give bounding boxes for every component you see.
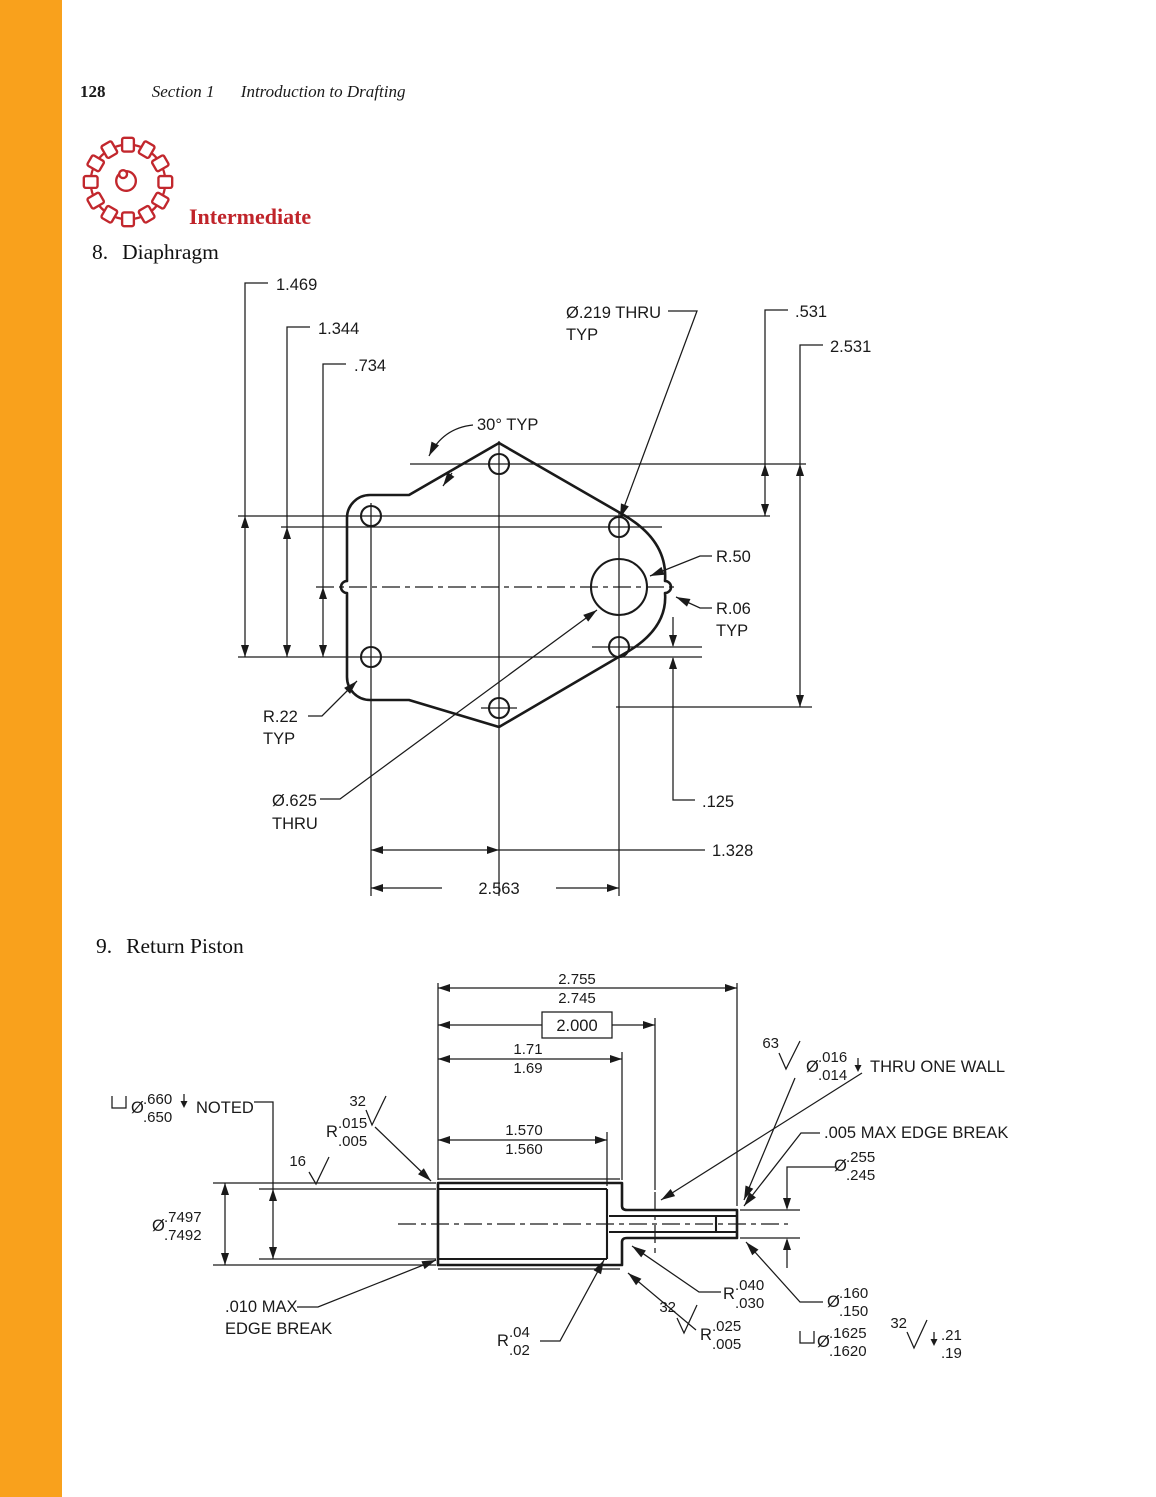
dim-corner-hi: .025 (712, 1318, 741, 1335)
diaphragm-arrowheads (241, 464, 804, 892)
dim-endhole-hi: .160 (839, 1285, 868, 1302)
diaphragm-extension-lines (238, 441, 812, 896)
dim-enddepth-lo: .19 (941, 1345, 962, 1362)
dim-r22: R.22 (263, 708, 298, 726)
diaphragm-leaders (308, 310, 712, 800)
edge-break-left-line1: .010 MAX (225, 1298, 297, 1316)
dim-fillet-lo: .030 (735, 1295, 764, 1312)
finish-32-lip: 32 (349, 1093, 366, 1110)
endcbore-dia-symbol: Ø (817, 1333, 830, 1351)
dim-basic-2000: 2.000 (556, 1017, 597, 1035)
dim-od-lo: .7492 (164, 1227, 202, 1244)
piston-leaders (297, 1072, 863, 1342)
diaphragm-dimension-lines (244, 282, 823, 889)
piston-edge-break-lines (438, 1178, 620, 1270)
dim-cbore-r-hi: .04 (509, 1324, 530, 1341)
dim-r50: R.50 (716, 548, 751, 566)
chapter-title: Introduction to Drafting (240, 82, 406, 101)
endhole-dia-symbol: Ø (827, 1293, 840, 1311)
piston-drawing: 2.755 2.745 2.000 1.71 1.69 1.570 1.560 … (111, 971, 1008, 1362)
dim-lip-hi: .015 (338, 1115, 367, 1132)
page-accent-bar (0, 0, 62, 1497)
fillet-r-symbol: R (723, 1285, 735, 1303)
cbore-dia-symbol: Ø (131, 1099, 144, 1117)
dim-1469: 1.469 (276, 276, 317, 294)
dim-od-hi: .7497 (164, 1209, 202, 1226)
dim-1328: 1.328 (712, 842, 753, 860)
dim-hole-line2: TYP (566, 326, 598, 344)
dim-endcbore-hi: .1625 (829, 1325, 867, 1342)
finish-63: 63 (762, 1035, 779, 1052)
piston-outline (436, 1181, 739, 1267)
dim-734: .734 (354, 357, 386, 375)
edge-break-left-line2: EDGE BREAK (225, 1320, 332, 1338)
dim-2563: 2.563 (478, 880, 519, 898)
dim-cbore-hi: .660 (143, 1091, 172, 1108)
dim-corner-lo: .005 (712, 1336, 741, 1353)
dim-531: .531 (795, 303, 827, 321)
piston-dimension-lines (224, 987, 835, 1268)
dim-overall-lo: 2.745 (558, 990, 596, 1007)
dim-2531: 2.531 (830, 338, 871, 356)
problem-8-heading: 8. Diaphragm (92, 240, 219, 265)
dim-step-lo: 1.69 (513, 1060, 542, 1077)
dim-cbore-lo: .650 (143, 1109, 172, 1126)
edge-break-right-note: .005 MAX EDGE BREAK (824, 1124, 1008, 1142)
problem-8-title: Diaphragm (122, 240, 219, 264)
surface-finish-marks (308, 1040, 928, 1350)
cbore-note: NOTED (196, 1099, 254, 1117)
finish-32-corner: 32 (659, 1299, 676, 1316)
page-number: 128 (80, 82, 106, 101)
gear-teeth (82, 136, 174, 228)
dim-enddepth-hi: .21 (941, 1327, 962, 1344)
dim-crosshole-lo: .014 (818, 1067, 847, 1084)
dim-cbore-depth-hi: 1.570 (505, 1122, 543, 1139)
dim-125: .125 (702, 793, 734, 811)
finish-16: 16 (289, 1153, 306, 1170)
corner-r-symbol: R (700, 1326, 712, 1344)
dim-hole-line1: Ø.219 THRU (566, 304, 661, 322)
dim-angle: 30° TYP (477, 416, 538, 434)
dim-cbore-depth-lo: 1.560 (505, 1141, 543, 1158)
piston-arrowheads (221, 984, 791, 1265)
problem-9-title: Return Piston (126, 934, 244, 958)
cbore-r-symbol: R (497, 1332, 509, 1350)
diaphragm-outline (339, 441, 673, 729)
dim-endcbore-lo: .1620 (829, 1343, 867, 1360)
dim-r06: R.06 (716, 600, 751, 618)
gear-icon (82, 136, 174, 228)
counterbore-symbols (111, 1096, 815, 1344)
piston-extension-lines (213, 983, 800, 1266)
dim-shaft-lo: .245 (846, 1167, 875, 1184)
difficulty-label: Intermediate (189, 204, 312, 229)
dim-crosshole-hi: .016 (818, 1049, 847, 1066)
dim-cbore-r-lo: .02 (509, 1342, 530, 1359)
dim-1344: 1.344 (318, 320, 359, 338)
finish-32-end: 32 (890, 1315, 907, 1332)
shaft-dia-symbol: Ø (834, 1157, 847, 1175)
section-label: Section 1 (151, 82, 215, 101)
crosshole-dia-symbol: Ø (806, 1058, 819, 1076)
lip-r-symbol: R (326, 1123, 338, 1141)
problem-9-number: 9. (96, 934, 113, 958)
dim-shaft-hi: .255 (846, 1149, 875, 1166)
diaphragm-drawing: 1.469 1.344 .734 30° TYP Ø.219 THRU TYP … (238, 276, 871, 898)
dim-bore-thru: THRU (272, 815, 318, 833)
depth-symbols (180, 1058, 938, 1346)
crosshole-note: THRU ONE WALL (870, 1058, 1005, 1076)
dim-bore: Ø.625 (272, 792, 317, 810)
running-header: 128 Section 1 Introduction to Drafting (80, 82, 405, 102)
dim-r06-typ: TYP (716, 622, 748, 640)
dim-lip-lo: .005 (338, 1133, 367, 1150)
dim-overall-hi: 2.755 (558, 971, 596, 988)
dim-step-hi: 1.71 (513, 1041, 542, 1058)
dim-r22-typ: TYP (263, 730, 295, 748)
problem-9-heading: 9. Return Piston (96, 934, 244, 959)
od-dia-symbol: Ø (152, 1217, 165, 1235)
dim-fillet-hi: .040 (735, 1277, 764, 1294)
dim-endhole-lo: .150 (839, 1303, 868, 1320)
problem-8-number: 8. (92, 240, 109, 264)
